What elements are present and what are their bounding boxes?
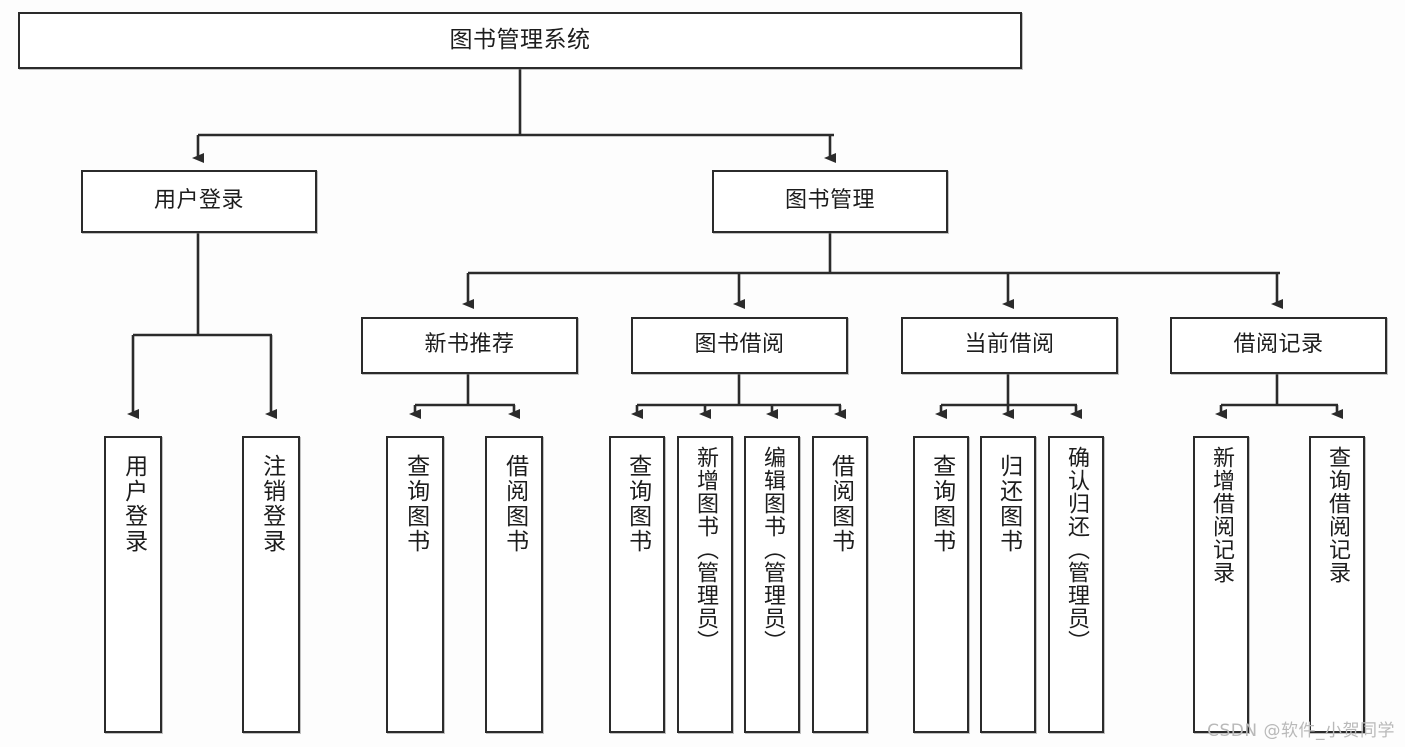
node-new-book-recommend[interactable]: 新书推荐 xyxy=(361,317,578,374)
node-label: 归还图书 xyxy=(995,454,1022,554)
node-label: 新增图书（管理员） xyxy=(692,446,718,653)
node-label: 查询借阅记录 xyxy=(1324,446,1350,584)
leaf-query-book-borrow[interactable]: 查询图书 xyxy=(609,436,665,733)
leaf-logout-login[interactable]: 注销登录 xyxy=(242,436,300,733)
leaf-add-book-admin[interactable]: 新增图书（管理员） xyxy=(677,436,733,733)
node-label: 图书借阅 xyxy=(694,332,785,358)
node-label: 图书管理系统 xyxy=(449,26,591,53)
node-label: 当前借阅 xyxy=(964,332,1055,358)
leaf-user-login[interactable]: 用户登录 xyxy=(104,436,162,733)
node-label: 确认归还（管理员） xyxy=(1063,446,1089,653)
node-label: 新增借阅记录 xyxy=(1208,446,1234,584)
csdn-watermark: CSDN @软件_小贺同学 xyxy=(1207,721,1395,741)
node-label: 编辑图书（管理员） xyxy=(759,446,785,653)
leaf-borrow-book-borrow[interactable]: 借阅图书 xyxy=(812,436,868,733)
node-label: 借阅记录 xyxy=(1233,332,1324,358)
node-label: 借阅图书 xyxy=(501,454,528,554)
leaf-edit-book-admin[interactable]: 编辑图书（管理员） xyxy=(744,436,800,733)
node-user-login[interactable]: 用户登录 xyxy=(81,170,317,233)
node-borrow-record[interactable]: 借阅记录 xyxy=(1170,317,1387,374)
node-label: 查询图书 xyxy=(402,454,429,554)
leaf-confirm-return-admin[interactable]: 确认归还（管理员） xyxy=(1048,436,1104,733)
leaf-query-borrow-record[interactable]: 查询借阅记录 xyxy=(1309,436,1365,733)
node-book-management[interactable]: 图书管理 xyxy=(712,170,948,233)
node-label: 新书推荐 xyxy=(424,332,515,358)
node-label: 借阅图书 xyxy=(827,454,854,554)
node-label: 查询图书 xyxy=(928,454,955,554)
leaf-query-book-recommend[interactable]: 查询图书 xyxy=(386,436,444,733)
node-book-borrow[interactable]: 图书借阅 xyxy=(631,317,848,374)
node-label: 用户登录 xyxy=(153,188,244,214)
node-label: 注销登录 xyxy=(258,454,285,554)
leaf-query-book-current[interactable]: 查询图书 xyxy=(913,436,969,733)
node-label: 图书管理 xyxy=(784,188,875,214)
node-label: 查询图书 xyxy=(624,454,651,554)
leaf-add-borrow-record[interactable]: 新增借阅记录 xyxy=(1193,436,1249,733)
node-root-book-management-system[interactable]: 图书管理系统 xyxy=(18,12,1022,69)
leaf-borrow-book-recommend[interactable]: 借阅图书 xyxy=(485,436,543,733)
node-current-borrow[interactable]: 当前借阅 xyxy=(901,317,1118,374)
node-label: 用户登录 xyxy=(120,454,147,554)
leaf-return-book[interactable]: 归还图书 xyxy=(980,436,1036,733)
